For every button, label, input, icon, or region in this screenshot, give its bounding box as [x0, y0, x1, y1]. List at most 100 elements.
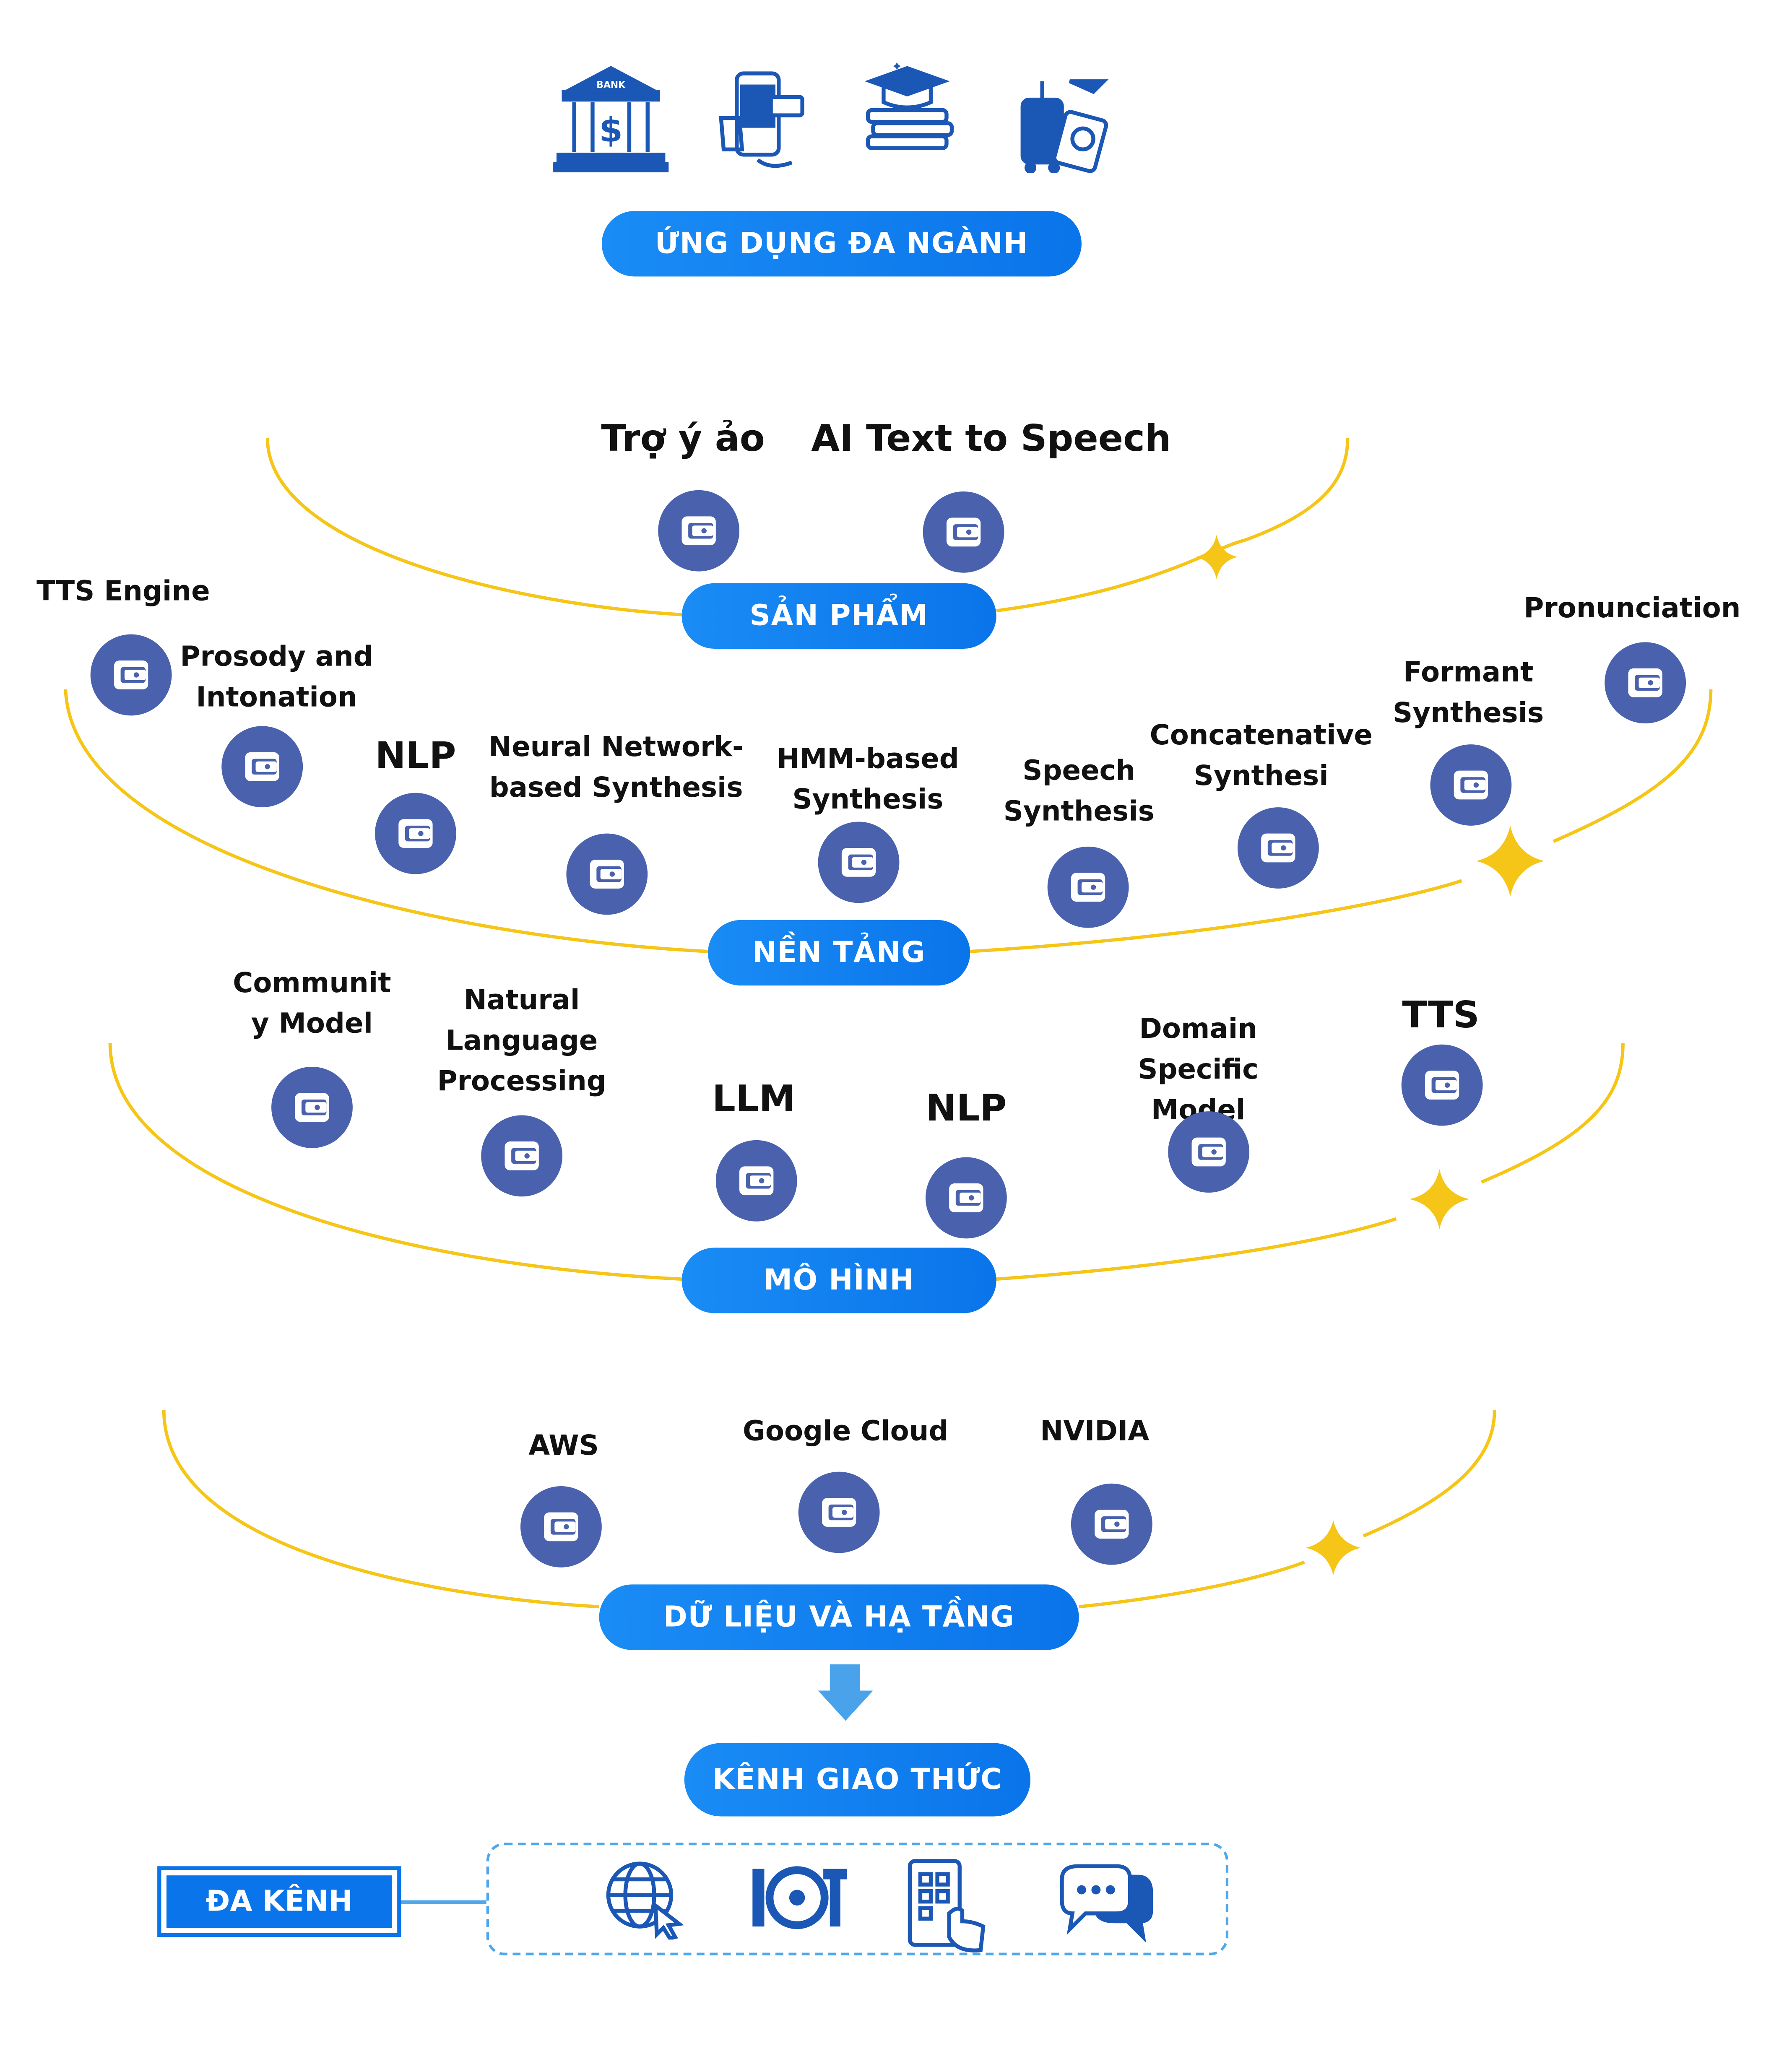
multi-channel-box: ĐA KÊNH [157, 1866, 401, 1937]
arc-san-pham-right [996, 437, 1350, 613]
infra-node-aws[interactable] [520, 1486, 602, 1568]
platform-node-prosody[interactable] [221, 726, 303, 808]
arc-du-lieu-right [1079, 1410, 1496, 1609]
industry-applications-label: ỨNG DỤNG ĐA NGÀNH [655, 227, 1028, 260]
platform-node-formant[interactable] [1430, 744, 1512, 826]
wallet-icon [739, 1166, 774, 1196]
wallet-icon [841, 848, 876, 877]
platform-node-speech-synthesis[interactable] [1047, 846, 1129, 928]
layer-title-mo-hinh: MÔ HÌNH [681, 1248, 996, 1313]
web-globe-icon [606, 1861, 684, 1940]
model-label-tts: TTS [1402, 993, 1480, 1037]
layer-title-nen-tang: NỀN TẢNG [708, 920, 970, 986]
model-node-llm[interactable] [715, 1140, 797, 1222]
wallet-icon [1628, 668, 1662, 697]
wallet-icon [949, 1183, 983, 1212]
platform-label-tts-engine: TTS Engine [36, 575, 210, 607]
wallet-icon [114, 660, 148, 689]
platform-node-concatenative[interactable] [1237, 807, 1319, 889]
bank-icon: $ BANK [553, 66, 669, 172]
layer-title-nen-tang-text: NỀN TẢNG [752, 936, 926, 970]
platform-node-hmm[interactable] [818, 822, 900, 903]
chat-bubbles-icon [1060, 1864, 1153, 1943]
platform-label-nlp: NLP [375, 734, 456, 777]
infra-label-aws: AWS [528, 1430, 599, 1461]
mobile-app-icon [908, 1859, 986, 1952]
wallet-icon [590, 860, 624, 889]
model-node-nlp[interactable] [925, 1157, 1007, 1239]
product-node-virtual-assistant[interactable] [658, 490, 740, 572]
wallet-icon [505, 1141, 539, 1170]
infra-node-google-cloud[interactable] [798, 1471, 880, 1553]
arc-nen-tang-left [64, 689, 708, 953]
sparkle-mo-hinh [1409, 1169, 1470, 1230]
wallet-icon [822, 1498, 856, 1527]
platform-node-nlp[interactable] [375, 793, 456, 874]
layer-title-du-lieu: DỮ LIỆU VÀ HẠ TẦNG [599, 1584, 1079, 1650]
platform-label-concatenative: Concatenative Synthesi [1150, 719, 1373, 792]
platform-label-neural-network: Neural Network- based Synthesis [489, 731, 744, 803]
svg-text:✦: ✦ [892, 59, 903, 74]
wallet-icon [1261, 833, 1295, 863]
down-arrow [818, 1664, 873, 1721]
model-label-domain-specific: Domain Specific Model [1138, 1013, 1259, 1126]
infra-label-nvidia: NVIDIA [1040, 1415, 1150, 1447]
platform-label-hmm: HMM-based Synthesis [777, 743, 959, 815]
education-books-icon: ✦ [864, 59, 954, 150]
model-label-community: Communit y Model [233, 967, 391, 1040]
arc-san-pham-left [265, 437, 682, 616]
wallet-icon [295, 1093, 329, 1122]
wallet-icon [245, 752, 279, 781]
infra-node-nvidia[interactable] [1071, 1483, 1152, 1565]
arc-du-lieu-left [162, 1410, 599, 1609]
model-node-community[interactable] [271, 1066, 353, 1148]
multi-channel-label: ĐA KÊNH [166, 1875, 392, 1928]
wallet-icon [544, 1512, 578, 1542]
infra-label-google-cloud: Google Cloud [743, 1415, 949, 1447]
model-node-domain-specific[interactable] [1168, 1111, 1250, 1193]
protocol-channel-banner: KÊNH GIAO THỨC [684, 1743, 1031, 1817]
wallet-icon [1454, 770, 1488, 800]
wallet-icon [1425, 1071, 1459, 1100]
product-label-virtual-assistant: Trợ ý ảo [601, 416, 765, 460]
model-label-nlp: NLP [926, 1086, 1007, 1130]
product-label-ai-tts: AI Text to Speech [811, 416, 1171, 460]
sparkle-nen-tang [1476, 825, 1545, 897]
wallet-icon [1071, 873, 1105, 902]
wallet-icon [681, 516, 716, 546]
svg-text:BANK: BANK [596, 80, 626, 90]
sparkle-small [1195, 535, 1238, 580]
layer-title-mo-hinh-text: MÔ HÌNH [763, 1264, 915, 1297]
layer-title-san-pham-text: SẢN PHẨM [749, 599, 929, 632]
platform-label-prosody: Prosody and Intonation [180, 641, 373, 713]
platform-label-pronunciation: Pronunciation [1524, 592, 1741, 624]
arc-nen-tang-right [970, 689, 1713, 953]
protocol-channel-label: KÊNH GIAO THỨC [712, 1763, 1003, 1796]
product-node-ai-tts[interactable] [923, 491, 1004, 573]
iot-icon [752, 1866, 847, 1929]
wallet-icon [946, 517, 981, 547]
platform-node-tts-engine[interactable] [90, 634, 172, 716]
sparkle-du-lieu [1306, 1520, 1361, 1575]
arc-mo-hinh-right [996, 1043, 1625, 1281]
svg-text:$: $ [599, 111, 623, 150]
travel-luggage-icon [1020, 79, 1109, 173]
platform-node-pronunciation[interactable] [1605, 642, 1686, 724]
model-label-llm: LLM [712, 1077, 796, 1121]
wallet-icon [1095, 1510, 1129, 1539]
wallet-icon [398, 819, 433, 848]
platform-label-formant: Formant Synthesis [1393, 656, 1544, 729]
platform-label-speech-synthesis: Speech Synthesis [1003, 755, 1155, 827]
platform-node-neural-network[interactable] [566, 833, 648, 915]
layer-title-san-pham: SẢN PHẨM [681, 583, 996, 649]
model-node-natural-language[interactable] [481, 1115, 563, 1197]
model-label-natural-language: Natural Language Processing [437, 984, 606, 1097]
model-node-tts[interactable] [1401, 1044, 1483, 1126]
channels-container [486, 1843, 1229, 1955]
wallet-icon [1191, 1137, 1226, 1167]
multi-channel-connector [401, 1900, 486, 1904]
industry-applications-banner: ỨNG DỤNG ĐA NGÀNH [601, 211, 1082, 277]
arc-mo-hinh-left [108, 1043, 682, 1281]
